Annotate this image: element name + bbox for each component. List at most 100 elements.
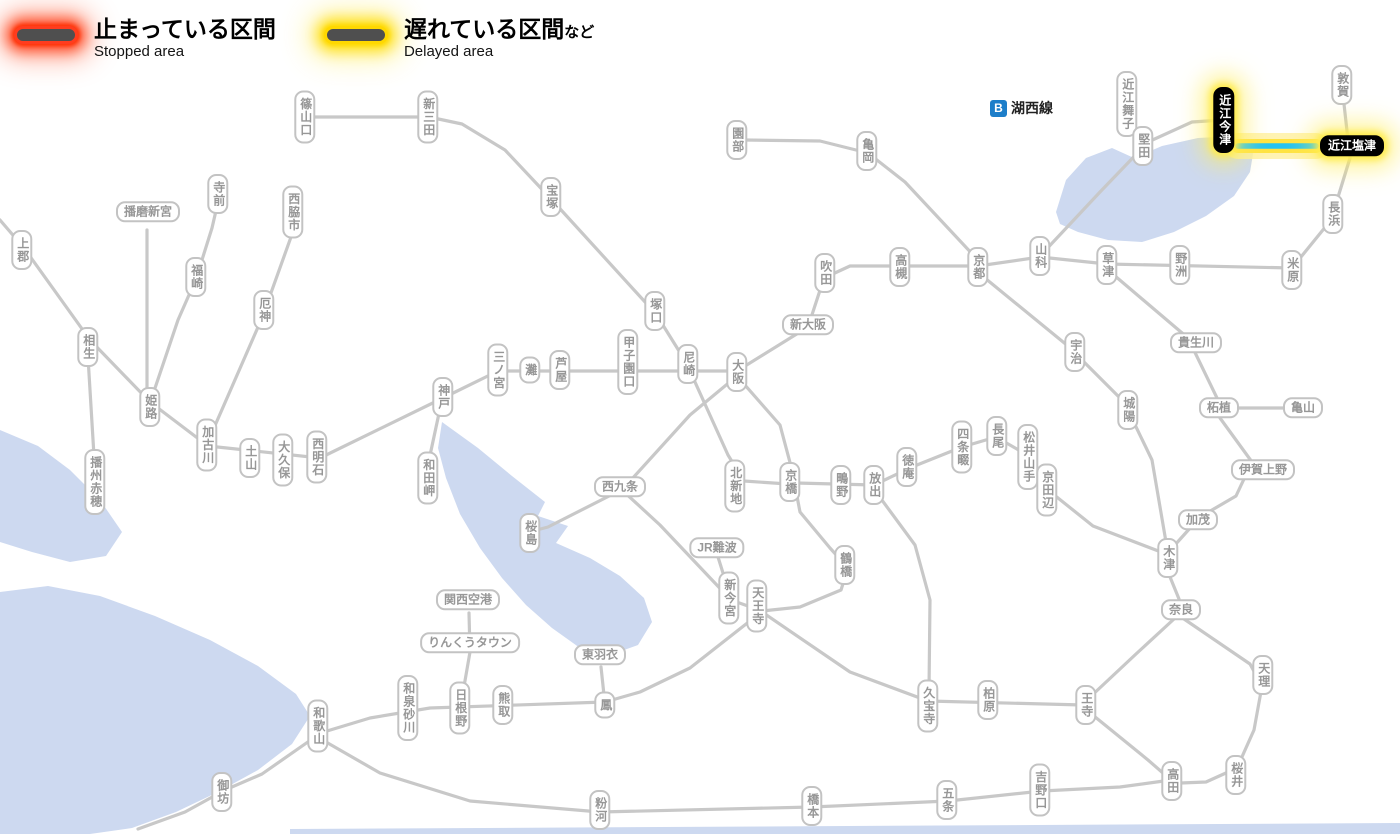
station-kyotanabe: 京田辺 [1036,463,1058,517]
station-himeji: 姫路 [139,387,161,427]
station-izumi-sunagawa: 和泉砂川 [397,675,419,741]
station-kamigori: 上郡 [11,230,33,270]
station-kusatsu: 草津 [1096,245,1118,285]
water-lake-biwa [1056,136,1254,242]
water-harima-sea [0,430,122,562]
legend-stopped-jp: 止まっている区間 [94,16,276,42]
station-takarazuka: 宝塚 [540,177,562,217]
station-yakujin: 厄神 [253,290,275,330]
station-omi-maiko: 近江舞子 [1116,71,1138,137]
station-joyo: 城陽 [1117,390,1139,430]
legend: 止まっている区間 Stopped area 遅れている区間など Delayed … [14,16,594,60]
station-hashimoto: 橋本 [801,786,823,826]
station-iga-ueno: 伊賀上野 [1230,459,1296,481]
station-tokuan: 徳庵 [896,447,918,487]
legend-stopped-text: 止まっている区間 Stopped area [94,16,276,60]
water-south-coast-strip [290,823,1400,834]
station-sakurai: 桜井 [1225,755,1247,795]
station-nishi-akashi: 西明石 [306,430,328,484]
legend-stopped: 止まっている区間 Stopped area [14,16,276,60]
legend-delayed-jp-suffix: など [564,24,595,41]
station-sannomiya: 三ノ宮 [487,343,509,397]
station-tsuchiyama: 土山 [239,438,261,478]
station-katata: 堅田 [1132,126,1154,166]
station-kobe: 神戸 [432,377,454,417]
station-kyuhoji: 久宝寺 [917,679,939,733]
stopped-area-icon [14,26,78,44]
station-nagahama: 長浜 [1322,194,1344,234]
station-hanaten: 放出 [863,465,885,505]
station-kibukawa: 貴生川 [1169,332,1223,354]
station-nagao: 長尾 [986,416,1008,456]
station-maibara: 米原 [1281,250,1303,290]
station-gojo: 五条 [936,780,958,820]
legend-delayed-en: Delayed area [403,43,494,61]
station-amagasaki: 尼崎 [677,344,699,384]
station-nada: 灘 [519,356,541,384]
station-wakayama: 和歌山 [307,699,329,753]
station-sonobe: 園部 [726,120,748,160]
station-kizu: 木津 [1157,538,1179,578]
station-nishiwakishi: 西脇市 [282,185,304,239]
kosei-line-label: 湖西線 [1011,100,1053,116]
station-kyoto: 京都 [967,247,989,287]
station-kameyama: 亀山 [1282,397,1324,419]
station-shin-sanda: 新三田 [417,90,439,144]
station-fukusaki: 福崎 [185,257,207,297]
water-osaka-bay [438,422,652,655]
station-oji: 王寺 [1075,685,1097,725]
station-yasu: 野洲 [1169,245,1191,285]
station-kashiwara: 柏原 [977,680,999,720]
station-tsukaguchi: 塚口 [644,291,666,331]
station-uji: 宇治 [1064,332,1086,372]
station-wadamisaki: 和田岬 [417,451,439,505]
station-harima-shingu: 播磨新宮 [115,201,181,223]
rail-line-kakogawa-line [208,235,293,439]
station-kameoka: 亀岡 [856,131,878,171]
rail-line-osaka-higashi [874,490,932,693]
station-tenri: 天理 [1252,655,1274,695]
station-yamashina: 山科 [1029,236,1051,276]
station-aioi: 相生 [77,327,99,367]
station-shin-imamiya: 新今宮 [718,571,740,625]
rail-line-hanwa [325,615,757,733]
station-gobo: 御坊 [211,772,233,812]
delayed-area-icon [323,26,388,44]
station-kyobashi: 京橋 [779,462,801,502]
station-shigino: 鴫野 [830,465,852,505]
station-ashiya: 芦屋 [549,350,571,390]
station-kumatori: 熊取 [492,685,514,725]
station-nishikujo: 西九条 [593,476,647,498]
station-tennoji: 天王寺 [746,579,768,633]
rail-line-ako [86,355,96,458]
station-tsuge: 柘植 [1198,397,1240,419]
legend-stopped-en: Stopped area [94,43,185,61]
station-shin-osaka: 新大阪 [781,314,835,336]
water-southwest-sea [0,586,310,834]
station-kokawa: 粉河 [589,790,611,830]
line-letter-b-icon: B [990,99,1007,117]
legend-delayed-text: 遅れている区間など Delayed area [404,16,594,60]
station-otori: 鳳 [594,691,616,719]
rail-line-bantan [150,200,220,399]
station-higashi-hagoromo: 東羽衣 [573,644,627,666]
station-suita: 吹田 [814,253,836,293]
station-banshu-ako: 播州赤穂 [84,449,106,515]
station-koshienguchi: 甲子園口 [617,329,639,395]
station-teramae: 寺前 [207,174,229,214]
station-nara: 奈良 [1160,599,1202,621]
legend-delayed-jp: 遅れている区間など [404,16,594,42]
station-takatsuki: 高槻 [889,247,911,287]
station-sakurajima: 桜島 [519,513,541,553]
kosei-line-badge: B 湖西線 [986,97,1057,119]
rail-line-yamatoji-nara [1086,617,1176,701]
station-kansai-airport: 関西空港 [435,589,501,611]
station-omi-shiotsu[interactable]: 近江塩津 [1319,135,1385,157]
legend-delayed: 遅れている区間など Delayed area [323,16,594,60]
station-okubo: 大久保 [272,433,294,487]
station-kitashinchi: 北新地 [724,459,746,513]
station-rinku-town: りんくうタウン [420,632,520,654]
station-kamo: 加茂 [1177,509,1219,531]
station-omi-imazu[interactable]: 近江今津 [1213,87,1235,153]
